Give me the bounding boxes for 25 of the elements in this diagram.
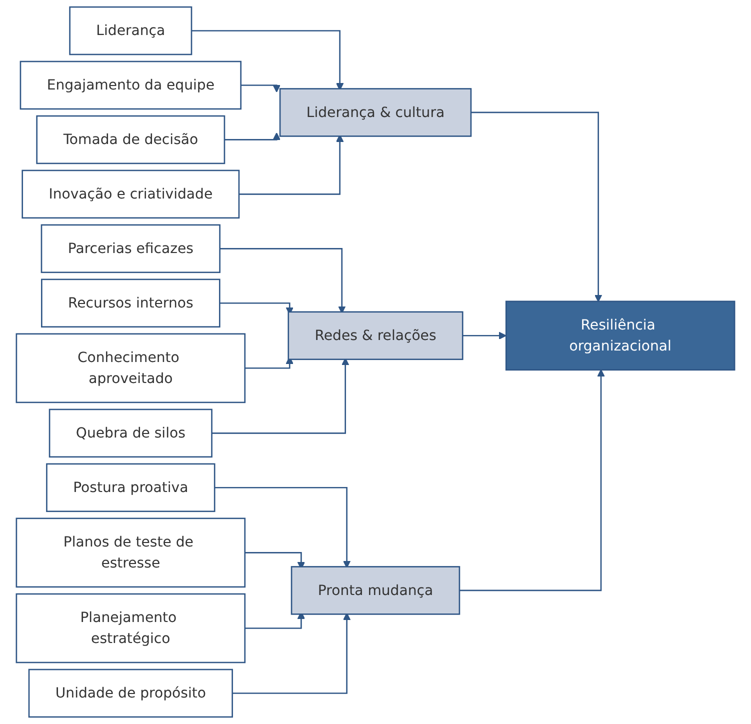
node-box: Liderança & cultura	[279, 88, 472, 137]
node-box: Quebra de silos	[48, 408, 212, 458]
node-box: Recursos internos	[41, 278, 220, 328]
arrow	[462, 332, 506, 340]
arrow	[214, 486, 351, 568]
node-box: Conhecimento aproveitado	[16, 333, 246, 404]
arrow	[470, 112, 602, 302]
arrow	[220, 248, 346, 314]
node-box: Planejamento estratégico	[16, 593, 246, 664]
node-box: Planos de teste de estresse	[16, 518, 246, 588]
node-box: Postura proativa	[46, 463, 216, 512]
node-box: Parcerias eficazes	[40, 224, 220, 274]
node-box: Tomada de decisão	[36, 115, 226, 164]
arrow	[459, 369, 605, 592]
node-box: Engajamento da equipe	[20, 60, 242, 110]
node-box: Liderança	[69, 6, 192, 56]
arrow	[224, 132, 280, 140]
arrow	[212, 358, 350, 434]
node-box: Resiliência organizacional	[505, 300, 736, 371]
node-box: Pronta mudança	[290, 566, 460, 615]
node-box: Unidade de propósito	[28, 668, 233, 718]
arrow	[240, 84, 280, 92]
node-box: Inovação e criatividade	[22, 170, 240, 219]
arrow	[232, 612, 351, 694]
node-box: Redes & relações	[288, 311, 464, 360]
